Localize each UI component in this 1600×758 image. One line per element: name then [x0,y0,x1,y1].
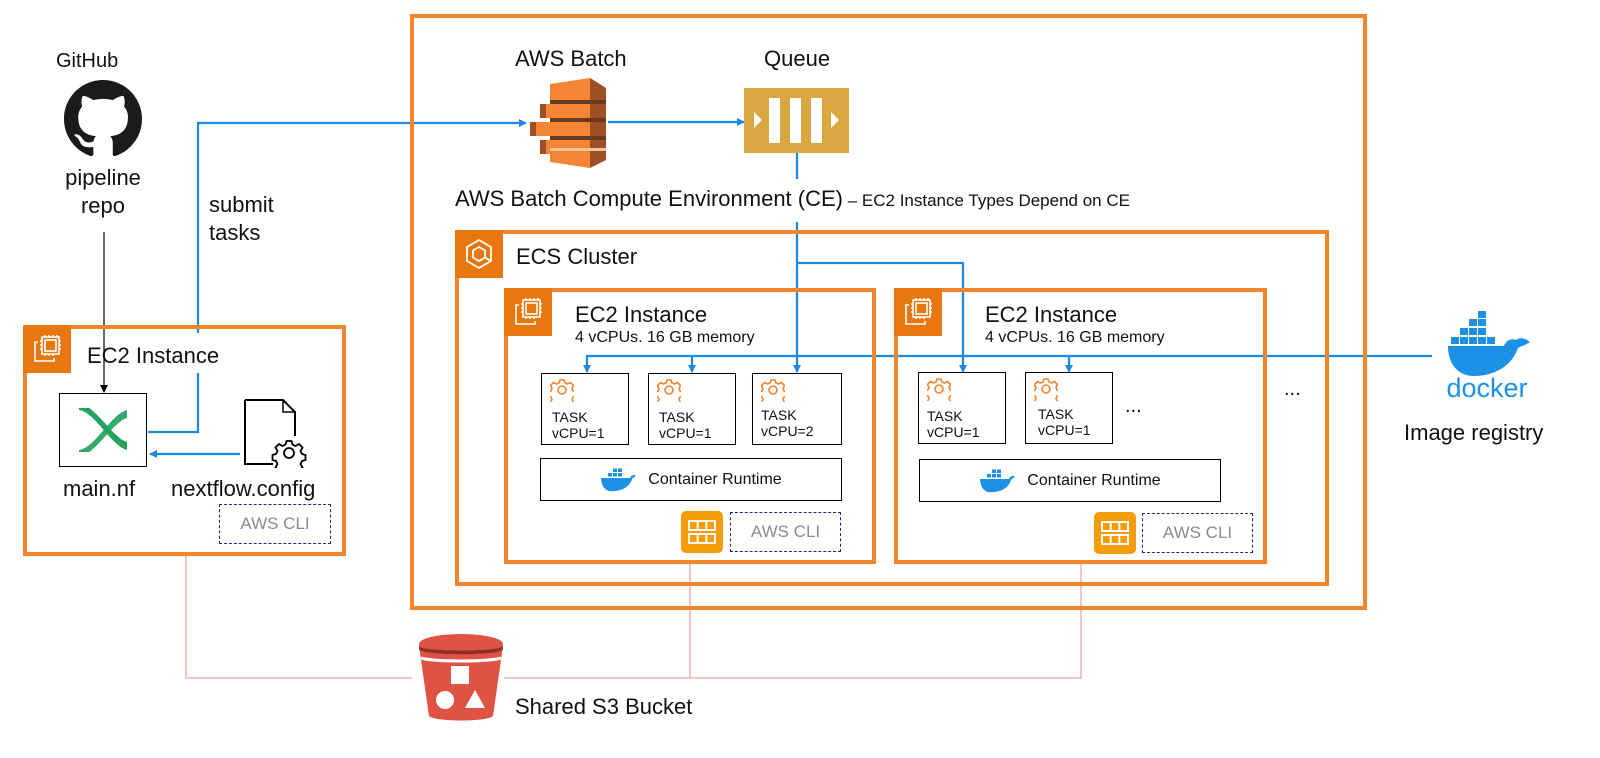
compute-env-title-text: AWS Batch Compute Environment (CE) [455,186,843,211]
docker-whale-icon [601,468,637,491]
local-ec2-instance: EC2 Instance [23,325,346,556]
github-repo-label-line1: pipeline [65,165,141,190]
gear-icon [550,379,574,402]
task-label: TASK [927,408,963,424]
ec2-instance-icon [23,325,71,373]
task-vcpu: vCPU=1 [659,425,712,441]
gear-icon [657,379,681,402]
ec2-1-spec: 4 vCPUs. 16 GB memory [575,329,755,346]
submit-line-lower [148,373,200,434]
docker-to-task1-arrow [583,354,1432,373]
s3-label: Shared S3 Bucket [515,694,693,719]
aws-cloud-frame [410,14,1367,610]
ecs-cluster-icon [455,230,503,278]
ecs-cluster-title: ECS Cluster [516,244,638,269]
submit-label-line2: tasks [209,220,261,245]
task-label: TASK [761,407,797,423]
task-label: TASK [659,409,695,425]
docker-whale-icon [980,469,1016,492]
main-nf-file[interactable] [59,393,147,467]
ecs-agent-grid-icon [681,511,723,553]
ec2-instance-1: EC2 Instance 4 vCPUs. 16 GB memory [504,288,876,564]
queue-icon[interactable] [744,88,849,153]
task-vcpu: vCPU=1 [552,425,605,441]
container-runtime: Container Runtime [919,459,1221,502]
config-file-icon[interactable] [243,398,309,475]
local-ec2-title: EC2 Instance [87,343,220,368]
gear-icon [927,378,951,401]
config-label: nextflow.config [171,476,316,501]
queue-title: Queue [764,46,831,71]
aws-batch-icon[interactable] [528,78,608,168]
container-runtime: Container Runtime [540,458,842,501]
ec2-instance-icon [894,288,942,336]
ecs-agent-grid-icon [1094,512,1136,554]
container-runtime-label: Container Runtime [648,470,782,488]
compute-env-title: AWS Batch Compute Environment (CE) – EC2… [455,186,1130,212]
submit-label-line1: submit [209,192,274,217]
main-nf-label: main.nf [63,476,136,501]
ec2-instance-2: EC2 Instance 4 vCPUs. 16 GB memory [894,288,1267,564]
container-runtime-label: Container Runtime [1027,471,1161,489]
github-title: GitHub [56,50,119,72]
gear-icon [1034,378,1058,401]
github-repo-label-line2: repo [80,193,126,218]
gear-icon [761,379,785,402]
s3-link-ec2-2 [504,563,1082,679]
docker-registry-logo[interactable]: docker [1438,310,1536,405]
ec2-2-aws-cli: AWS CLI [1142,513,1253,553]
more-tasks-ellipsis: ... [1125,395,1142,417]
task-label: TASK [1038,406,1074,422]
s3-link-local [185,556,412,679]
ec2-1-title: EC2 Instance [575,302,708,327]
image-registry-label: Image registry [1404,420,1544,445]
queue-to-ec2-2-arrow [797,261,967,373]
more-instances-ellipsis: ... [1284,378,1301,400]
ec2-instance-icon [504,288,552,336]
compute-env-note: – EC2 Instance Types Depend on CE [843,191,1130,210]
ec2-2-spec: 4 vCPUs. 16 GB memory [985,329,1165,346]
ec2-1-aws-cli: AWS CLI [730,512,841,552]
task-vcpu: vCPU=1 [927,424,980,440]
task-vcpu: vCPU=2 [761,423,814,439]
docker-wordmark: docker [1446,373,1527,403]
aws-batch-title: AWS Batch [515,46,627,71]
nextflow-logo-icon [79,408,127,452]
local-aws-cli: AWS CLI [219,504,331,544]
github-octocat-icon [64,80,142,158]
ec2-2-title: EC2 Instance [985,302,1118,327]
s3-bucket-icon[interactable] [415,632,507,722]
ecs-cluster: ECS Cluster [455,230,1329,586]
submit-tasks-arrow [196,119,527,333]
task-vcpu: vCPU=1 [1038,422,1091,438]
task-label: TASK [552,409,588,425]
